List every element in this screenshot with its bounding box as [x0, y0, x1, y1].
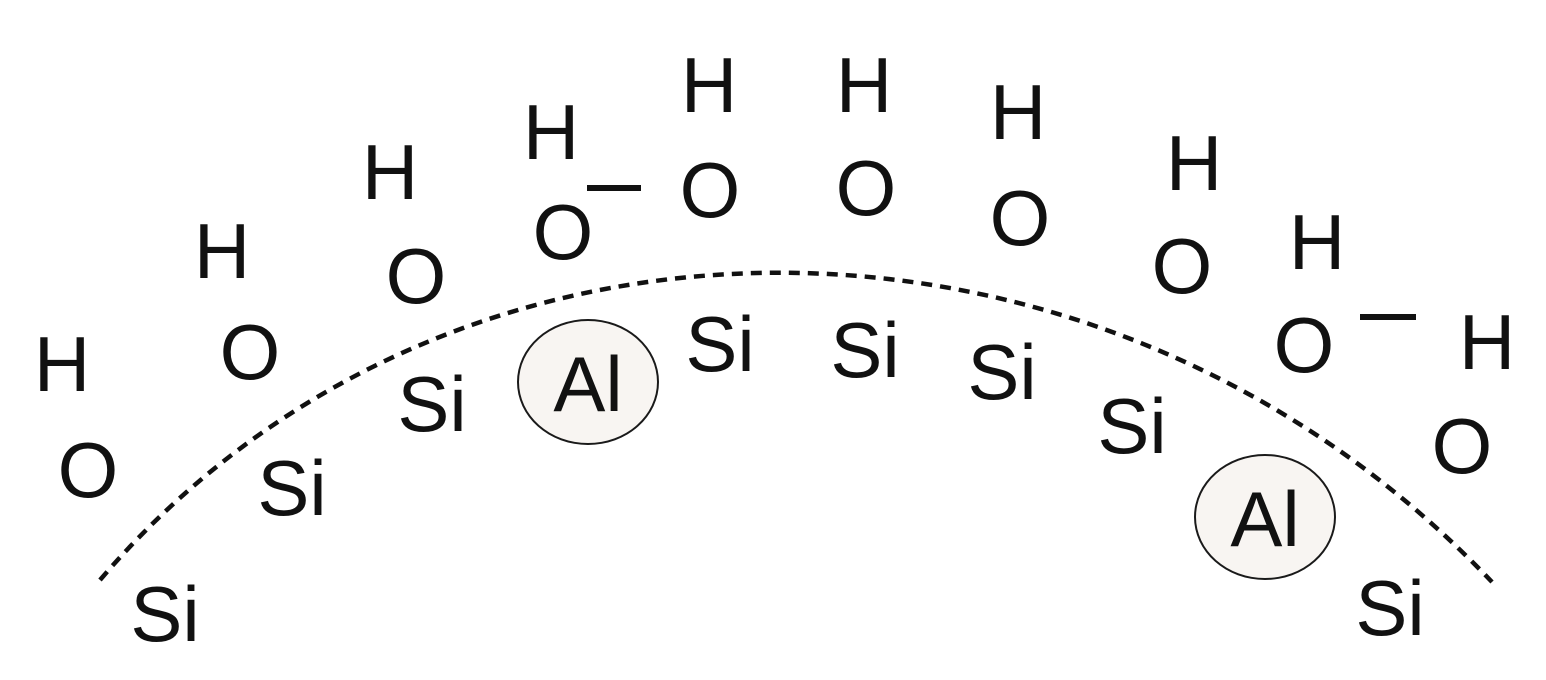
negative-charge-right	[1360, 314, 1416, 320]
hydrogen-atom: H	[33, 320, 91, 408]
oxygen-atom: O	[1151, 222, 1213, 310]
oxygen-atom: O	[1273, 301, 1335, 389]
oxygen-atom: O	[385, 232, 447, 320]
silicon-atom: Si	[1355, 564, 1425, 652]
aluminum-ring-left	[517, 319, 659, 445]
silicon-atom: Si	[685, 300, 755, 388]
aluminum-atom: Al	[1230, 475, 1300, 563]
hydrogen-atom: H	[193, 207, 251, 295]
oxygen-atom: O	[57, 426, 119, 514]
negative-charge-left	[587, 185, 641, 191]
silicon-atom: Si	[1097, 382, 1167, 470]
oxygen-atom: O	[532, 188, 594, 276]
oxygen-atom: O	[679, 146, 741, 234]
hydrogen-atom: H	[361, 128, 419, 216]
silicon-atom: Si	[397, 360, 467, 448]
hydrogen-atom: H	[835, 41, 893, 129]
hydrogen-atom: H	[989, 68, 1047, 156]
aluminum-atom: Al	[553, 340, 623, 428]
hydrogen-atom: H	[1165, 119, 1223, 207]
hydrogen-atom: H	[680, 41, 738, 129]
silicon-atom: Si	[830, 306, 900, 394]
silicon-atom: Si	[967, 328, 1037, 416]
dashed-surface-arc	[98, 270, 1494, 584]
hydrogen-atom: H	[1458, 298, 1516, 386]
silicon-atom: Si	[130, 570, 200, 658]
oxygen-atom: O	[835, 144, 897, 232]
oxygen-atom: O	[219, 308, 281, 396]
silicon-atom: Si	[257, 444, 327, 532]
oxygen-atom: O	[1431, 402, 1493, 490]
aluminum-ring-right	[1194, 454, 1336, 580]
hydrogen-atom: H	[1288, 198, 1346, 286]
hydrogen-atom: H	[522, 88, 580, 176]
oxygen-atom: O	[989, 174, 1051, 262]
